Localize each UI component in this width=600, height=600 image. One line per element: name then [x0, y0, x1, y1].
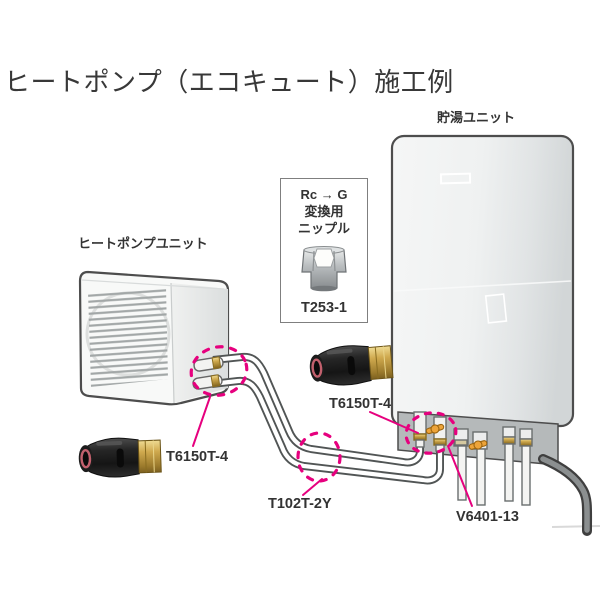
tank-valve-part-number: V6401-13: [456, 509, 519, 525]
tank-panel-slot: [484, 293, 508, 324]
fitting-left-part-number: T6150T-4: [166, 449, 229, 465]
nipple-part-number: T253-1: [301, 300, 347, 316]
drain-hose: [538, 454, 593, 536]
leader-line-fitting-mid: [369, 411, 419, 434]
tank-unit-illustration: [390, 134, 575, 428]
nipple-desc-line3: ニップル: [297, 221, 350, 236]
tank-unit-label: 貯湯ユニット: [437, 110, 516, 125]
annotations: [189, 345, 473, 507]
fitting-mid-illustration: [307, 341, 395, 390]
fitting-left-illustration: [76, 435, 163, 480]
air-grille: [88, 287, 168, 387]
leader-line-fitting-left: [192, 396, 211, 447]
pipe-joint-part-number: T102T-2Y: [268, 496, 332, 512]
highlight-circle-tank-ports: [404, 411, 458, 455]
heat-pump-unit-label: ヒートポンプユニット: [78, 236, 208, 251]
connection-tubes: [211, 352, 444, 485]
highlight-circle-stubs: [189, 345, 249, 397]
fitting-mid-part-number: T6150T-4: [329, 396, 392, 412]
highlight-circle-pipe-joint: [296, 431, 342, 483]
page-title: ヒートポンプ（エコキュート）施工例: [4, 67, 454, 97]
leader-line-tank-valve: [447, 445, 473, 507]
nipple-desc-line2: 変換用: [304, 204, 344, 219]
nipple-callout-box: Rc → G 変換用 ニップル T253-1: [280, 178, 368, 323]
nipple-illustration: [301, 246, 347, 292]
tank-vent-slot: [439, 172, 472, 185]
leader-line-pipe-joint: [302, 478, 323, 496]
nipple-desc-line1: Rc → G: [300, 187, 348, 202]
valve-handles: [425, 423, 488, 450]
ground-line: [551, 525, 600, 528]
tank-ports-right: [453, 426, 533, 506]
heat-pump-stubs: [192, 356, 224, 390]
